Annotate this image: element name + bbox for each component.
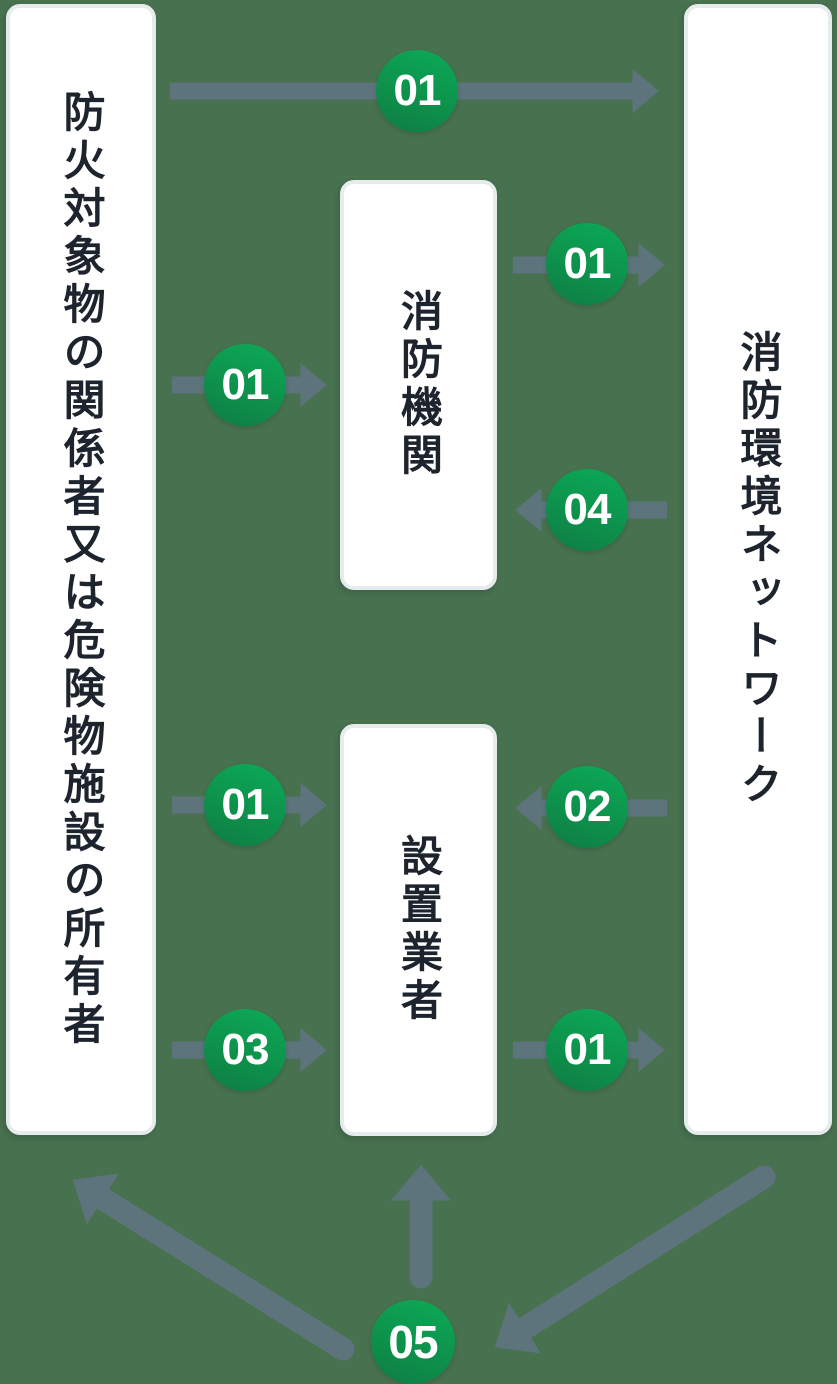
arrow-network-to-bottom (494, 1165, 776, 1354)
badge-owner-to-agency: 01 (204, 344, 286, 426)
node-owner: 防火対象物の関係者又は危険物施設の所有者 (6, 4, 156, 1135)
badge-owner-to-installer: 01 (204, 764, 286, 846)
node-installer: 設置業者 (340, 724, 497, 1136)
badge-owner-to-network-top: 01 (376, 50, 458, 132)
badge-network-to-installer: 02 (546, 766, 628, 848)
badge-installer-to-network: 01 (546, 1009, 628, 1091)
node-fire-agency-label: 消防機関 (395, 289, 443, 481)
badge-owner-to-installer-alt: 03 (204, 1009, 286, 1091)
badge-network-to-agency: 04 (546, 469, 628, 551)
badge-agency-to-network: 01 (546, 223, 628, 305)
badge-network-to-others-bottom: 05 (371, 1300, 455, 1384)
node-network: 消防環境ネットワーク (684, 4, 832, 1135)
node-fire-agency: 消防機関 (340, 180, 497, 590)
node-network-label: 消防環境ネットワーク (735, 329, 782, 810)
arrow-bottom-to-owner (72, 1173, 355, 1361)
node-owner-label: 防火対象物の関係者又は危険物施設の所有者 (58, 89, 105, 1050)
node-installer-label: 設置業者 (395, 834, 443, 1026)
